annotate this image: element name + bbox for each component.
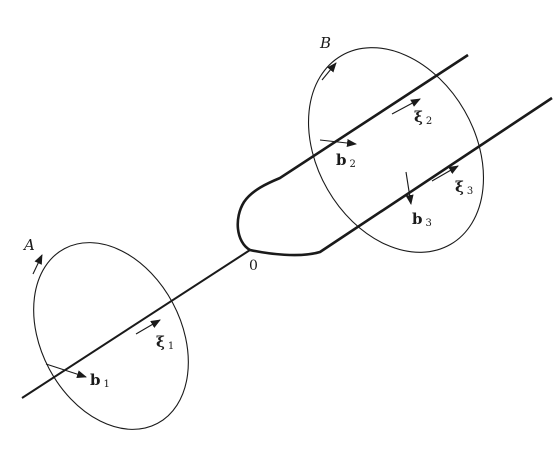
burgers-circuit-b (307, 47, 485, 253)
xi2-arrow (391, 98, 421, 115)
dislocation-line-1 (21, 249, 251, 399)
branch-lower (249, 96, 553, 257)
xi3-arrow (431, 165, 459, 182)
b1-arrow (45, 363, 87, 379)
xi1-arrow (135, 319, 161, 335)
circuit-a-arrow (32, 254, 43, 275)
circuit-b-arrow (321, 62, 337, 81)
b3-arrow (405, 171, 414, 205)
burgers-circuit-a (33, 242, 189, 430)
loop-a-label: A (22, 236, 35, 254)
b2-arrow (319, 139, 357, 147)
node-label: 0 (249, 258, 258, 274)
branch-loop (236, 53, 469, 252)
loop-b-label: B (319, 34, 331, 52)
